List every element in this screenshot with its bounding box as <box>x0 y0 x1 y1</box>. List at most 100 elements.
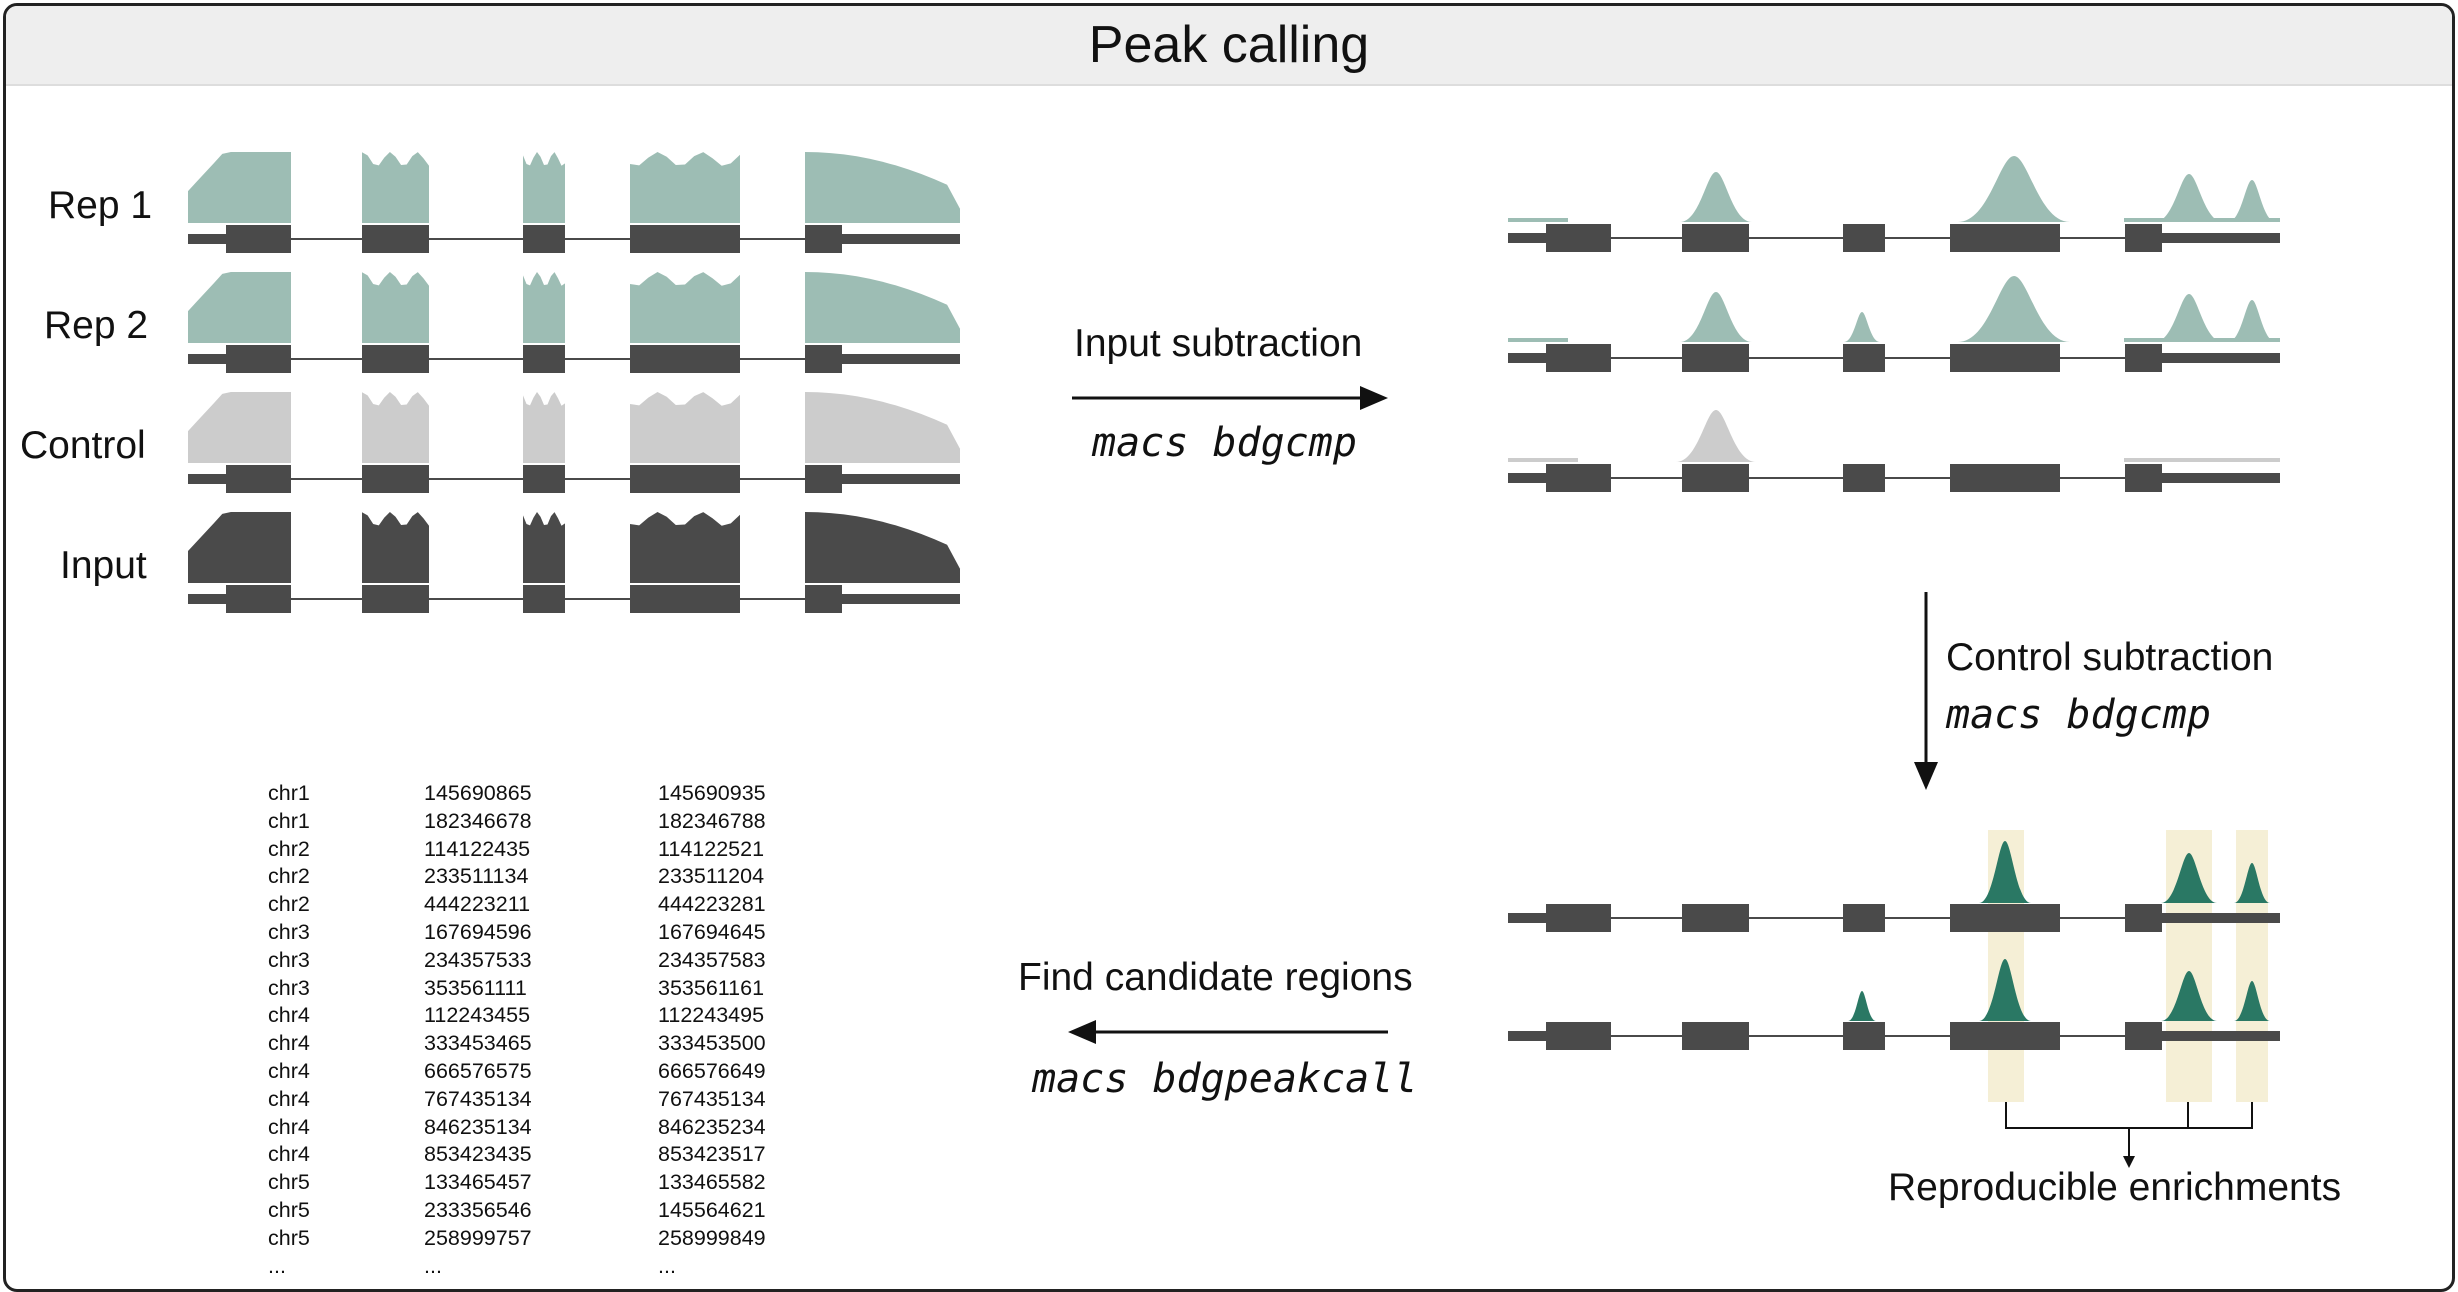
table-cell-chrom: chr4 <box>268 1086 310 1111</box>
control-diff-gene-utr <box>2162 473 2280 483</box>
rep1-gene-utr <box>188 234 226 244</box>
table-cell-end: 167694645 <box>658 919 766 944</box>
enrichment-gene-1-utr <box>1508 913 1546 923</box>
enrichment-gene-1-utr <box>2162 913 2280 923</box>
control-gene-utr <box>842 474 960 484</box>
input-subtraction-command: macs bdgcmp <box>1092 420 1357 466</box>
table-cell-end: 258999849 <box>658 1225 766 1250</box>
rep1-diff-baseline <box>2124 218 2280 222</box>
input-coverage-block <box>805 512 960 583</box>
rep2-coverage-block <box>523 272 565 343</box>
table-cell-start: 234357533 <box>424 947 532 972</box>
table-cell-end: 333453500 <box>658 1031 766 1056</box>
control-gene-exon <box>226 465 291 493</box>
table-cell-end: 234357583 <box>658 947 766 972</box>
table-cell-end: 853423517 <box>658 1142 766 1167</box>
table-cell-chrom: chr2 <box>268 864 310 889</box>
enrichment-peak <box>2234 981 2270 1021</box>
rep2-coverage-block <box>362 272 429 343</box>
table-cell-chrom: chr5 <box>268 1197 310 1222</box>
table-cell-end: 666576649 <box>658 1058 766 1083</box>
input-gene-exon <box>630 585 740 613</box>
rep2-diff-baseline <box>1508 338 1568 342</box>
table-cell-start: 133465457 <box>424 1170 532 1195</box>
input-gene-exon <box>362 585 429 613</box>
control-coverage-block <box>188 392 291 463</box>
rep1-diff-gene-exon <box>2125 224 2162 252</box>
control-diff-gene-exon <box>1950 464 2060 492</box>
input-subtraction-label: Input subtraction <box>1074 322 1363 365</box>
table-cell-start: 167694596 <box>424 919 532 944</box>
track-label-rep1: Rep 1 <box>48 184 153 227</box>
input-gene-utr <box>842 594 960 604</box>
track-label-rep2: Rep 2 <box>44 304 149 347</box>
enrichment-gene-1-exon <box>1950 904 2060 932</box>
table-cell-chrom: chr4 <box>268 1058 310 1083</box>
control-gene-exon <box>630 465 740 493</box>
enrichment-gene-2-exon <box>1682 1022 1749 1050</box>
reproducible-bracket <box>2005 1102 2253 1129</box>
table-cell-chrom: chr1 <box>268 808 310 833</box>
control-gene-exon <box>805 465 842 493</box>
enrichment-gene-2-exon <box>2125 1022 2162 1050</box>
table-cell-start: 114122435 <box>424 836 531 861</box>
rep1-diff-peak <box>1958 156 2070 222</box>
track-label-control: Control <box>20 424 146 467</box>
rep2-diff-peak <box>1680 292 1752 342</box>
rep1-gene-exon <box>523 225 565 253</box>
table-cell-start: ... <box>424 1253 442 1278</box>
control-diff-gene-exon <box>2125 464 2162 492</box>
table-cell-end: 112243495 <box>658 1003 765 1028</box>
table-cell-end: 145564621 <box>658 1197 766 1222</box>
rep2-gene-exon <box>523 345 565 373</box>
control-diff-baseline <box>1508 458 1578 462</box>
table-cell-end: 444223281 <box>658 892 766 917</box>
rep2-diff-gene-exon <box>1546 344 1611 372</box>
rep1-gene-exon <box>805 225 842 253</box>
rep2-diff-gene-exon <box>1843 344 1885 372</box>
table-cell-start: 145690865 <box>424 781 532 805</box>
table-cell-start: 333453465 <box>424 1031 532 1056</box>
table-cell-start: 666576575 <box>424 1058 532 1083</box>
rep2-diff-peak <box>1958 276 2070 342</box>
enrichment-gene-2-utr <box>1508 1031 1546 1041</box>
reproducible-arrowhead <box>2123 1156 2135 1168</box>
enrichment-gene-2-utr <box>2162 1031 2280 1041</box>
enrichment-peak <box>1979 959 2031 1021</box>
control-coverage-block <box>805 392 960 463</box>
input-subtraction-arrowhead <box>1360 386 1388 410</box>
rep2-gene-utr <box>842 354 960 364</box>
enrichment-peak <box>1848 991 1876 1021</box>
control-diff-peak <box>1676 410 1756 462</box>
rep2-diff-peak <box>2155 294 2223 342</box>
table-cell-start: 233511134 <box>424 864 529 889</box>
rep1-coverage-block <box>630 152 740 223</box>
track-label-input: Input <box>60 544 147 587</box>
rep1-gene-exon <box>362 225 429 253</box>
table-cell-end: 846235234 <box>658 1114 766 1139</box>
rep1-diff-baseline <box>1508 218 1568 222</box>
table-cell-chrom: chr4 <box>268 1114 310 1139</box>
rep2-gene-utr <box>188 354 226 364</box>
rep1-diff-gene-exon <box>1546 224 1611 252</box>
control-subtraction-command: macs bdgcmp <box>1946 692 2211 738</box>
enrichment-gene-1-exon <box>2125 904 2162 932</box>
table-cell-chrom: chr4 <box>268 1142 310 1167</box>
control-gene-exon <box>523 465 565 493</box>
input-coverage-block <box>523 512 565 583</box>
rep2-gene-exon <box>362 345 429 373</box>
enrichment-gene-1-exon <box>1843 904 1885 932</box>
rep2-coverage-block <box>630 272 740 343</box>
table-cell-start: 233356546 <box>424 1197 532 1222</box>
rep1-coverage-block <box>362 152 429 223</box>
rep1-diff-peak <box>2228 180 2276 222</box>
enrichment-peak <box>1979 841 2031 903</box>
table-cell-chrom: chr3 <box>268 947 310 972</box>
table-cell-start: 767435134 <box>424 1086 532 1111</box>
enrichment-gene-2-exon <box>1950 1022 2060 1050</box>
title-bar: Peak calling <box>6 6 2452 86</box>
table-cell-chrom: chr4 <box>268 1003 310 1028</box>
